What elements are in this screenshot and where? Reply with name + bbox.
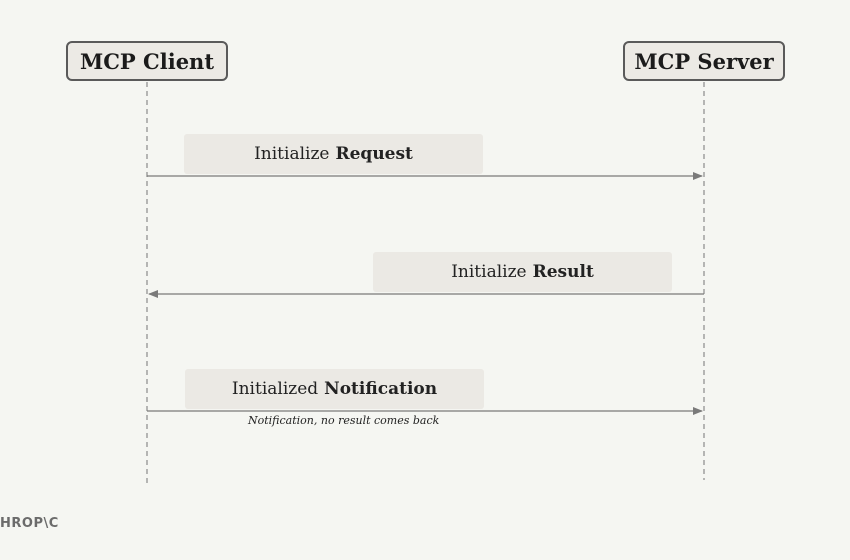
mcp-server-box: MCP Server xyxy=(623,41,785,81)
mcp-client-label: MCP Client xyxy=(79,48,215,74)
message-prefix: Initialized xyxy=(231,379,319,399)
mcp-server-label: MCP Server xyxy=(634,48,774,74)
message-emphasis: Request xyxy=(335,144,413,164)
notification-note: Notification, no result comes back xyxy=(248,414,440,427)
message-emphasis: Notification xyxy=(324,379,438,399)
mcp-client-box: MCP Client xyxy=(66,41,228,81)
message-emphasis: Result xyxy=(532,262,594,282)
message-prefix: Initialize xyxy=(451,262,527,282)
message-prefix: Initialize xyxy=(254,144,330,164)
brand-logo: HROP\C xyxy=(0,516,59,531)
